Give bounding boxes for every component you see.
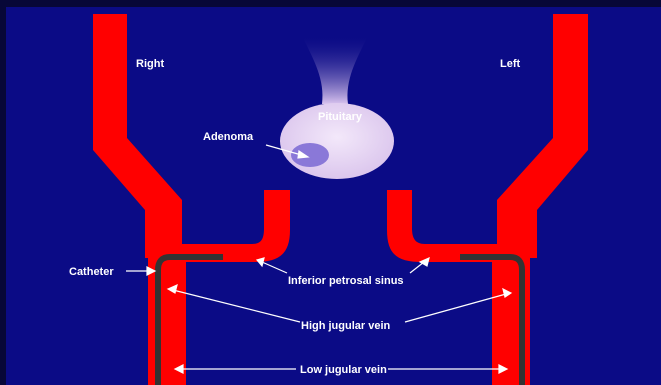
adenoma <box>291 143 329 167</box>
top-border <box>0 0 661 7</box>
right-side-label: Right <box>136 58 164 70</box>
catheter-label: Catheter <box>69 266 114 278</box>
high-jugular-vein-label: High jugular vein <box>301 320 391 332</box>
adenoma-label: Adenoma <box>203 131 254 143</box>
low-jugular-vein-label: Low jugular vein <box>300 364 387 376</box>
left-border <box>0 0 6 385</box>
pituitary-label: Pituitary <box>318 111 363 123</box>
inferior-petrosal-sinus-label: Inferior petrosal sinus <box>288 275 404 287</box>
left-side-label: Left <box>500 58 521 70</box>
